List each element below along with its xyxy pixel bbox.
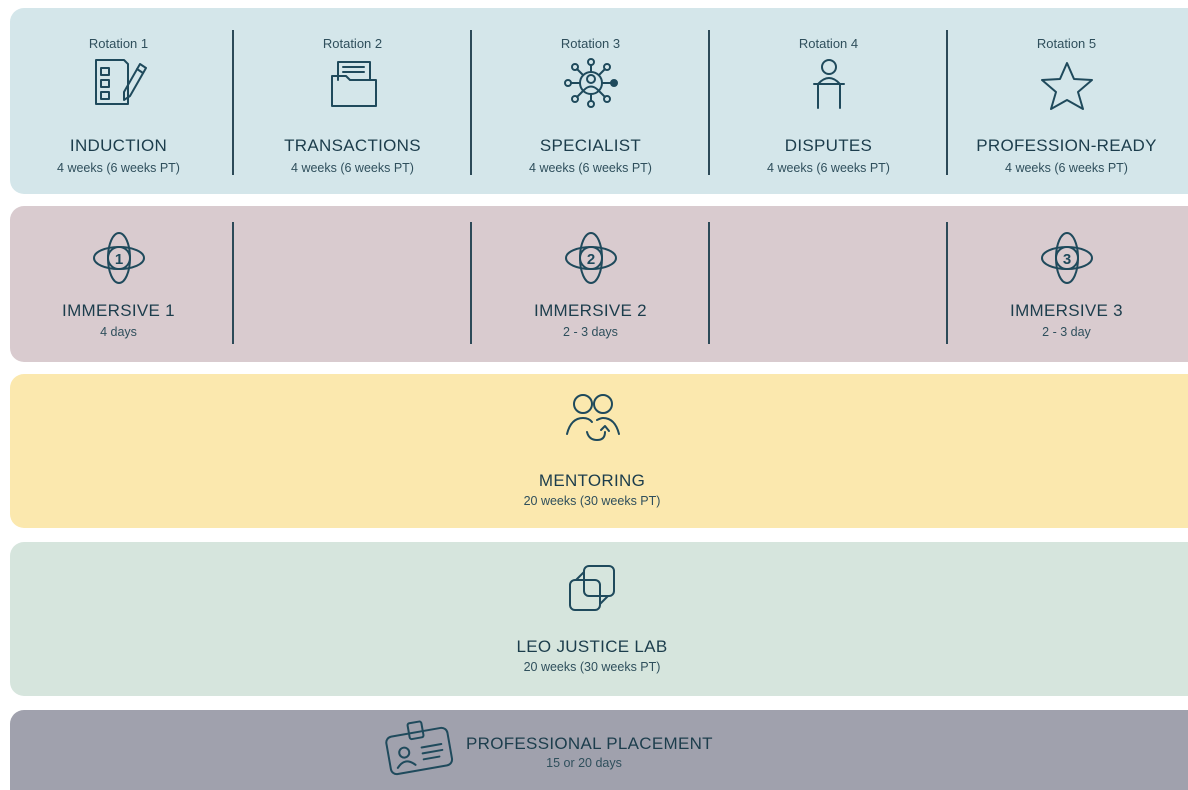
rotation-4: Rotation 4 DISPUTES 4 weeks (6 weeks PT): [710, 8, 947, 194]
rotation-label: Rotation 4: [798, 36, 859, 51]
mentoring-band: [10, 374, 1188, 528]
divider: [708, 222, 710, 344]
immersive-1: 1 IMMERSIVE 1 4 days: [0, 206, 237, 362]
mentoring-duration: 20 weeks (30 weeks PT): [523, 494, 661, 508]
rotation-label: Rotation 3: [560, 36, 621, 51]
star-icon: [1040, 62, 1093, 110]
placement-band: [10, 710, 1188, 790]
placement-duration: 15 or 20 days: [546, 756, 622, 770]
rotation-duration: 4 weeks (6 weeks PT): [767, 161, 890, 175]
rotation-title: TRANSACTIONS: [284, 136, 421, 155]
justice-lab-title: LEO JUSTICE LAB: [516, 637, 668, 656]
checklist-pen-icon: [94, 59, 147, 105]
divider: [470, 30, 472, 175]
rotation-duration: 4 weeks (6 weeks PT): [57, 161, 180, 175]
justice-lab-band: [10, 542, 1188, 696]
placement-title: PROFESSIONAL PLACEMENT: [466, 734, 713, 753]
mentoring-people-icon: [566, 394, 620, 441]
layered-squares-icon: [569, 565, 615, 611]
rotation-title: DISPUTES: [784, 136, 873, 155]
immersive-2: 2 IMMERSIVE 2 2 - 3 days: [472, 206, 709, 362]
immersives-band: [10, 206, 1188, 362]
rotation-duration: 4 weeks (6 weeks PT): [529, 161, 652, 175]
divider: [232, 30, 234, 175]
immersive-title: IMMERSIVE 3: [1010, 301, 1123, 320]
divider: [232, 222, 234, 344]
immersive-3-icon: 3: [1040, 232, 1093, 284]
immersive-3: 3 IMMERSIVE 3 2 - 3 day: [948, 206, 1185, 362]
rotation-1: Rotation 1 INDUCTION 4 weeks (6 weeks PT…: [0, 8, 237, 194]
rotation-title: PROFESSION-READY: [976, 136, 1157, 155]
rotation-3: Rotation 3 SPECIALIST 4 weeks (6 weeks P…: [472, 8, 709, 194]
immersive-duration: 2 - 3 days: [563, 325, 618, 339]
divider: [946, 222, 948, 344]
rotation-title: SPECIALIST: [539, 136, 642, 155]
immersive-duration: 2 - 3 day: [1042, 325, 1091, 339]
network-person-icon: [563, 58, 618, 108]
immersive-duration: 4 days: [100, 325, 137, 339]
id-badge-icon: [385, 720, 454, 776]
rotation-label: Rotation 5: [1036, 36, 1097, 51]
rotation-title: INDUCTION: [69, 136, 168, 155]
immersive-title: IMMERSIVE 2: [534, 301, 647, 320]
divider: [946, 30, 948, 175]
rotations-band: [10, 8, 1188, 194]
divider: [708, 30, 710, 175]
mentoring-section: MENTORING 20 weeks (30 weeks PT): [474, 374, 710, 528]
immersive-2-icon: 2: [564, 232, 617, 284]
rotation-duration: 4 weeks (6 weeks PT): [291, 161, 414, 175]
mentoring-title: MENTORING: [538, 471, 646, 490]
immersive-1-icon: 1: [92, 232, 145, 284]
immersive-number: 2: [586, 251, 594, 268]
divider: [470, 222, 472, 344]
rotation-label: Rotation 2: [322, 36, 383, 51]
immersive-title: IMMERSIVE 1: [62, 301, 175, 320]
immersive-number: 1: [114, 251, 122, 268]
justice-lab-duration: 20 weeks (30 weeks PT): [523, 660, 661, 674]
justice-lab-section: LEO JUSTICE LAB 20 weeks (30 weeks PT): [474, 542, 710, 696]
folder-document-icon: [330, 61, 377, 107]
rotation-label: Rotation 1: [88, 36, 149, 51]
rotation-2: Rotation 2 TRANSACTIONS 4 weeks (6 weeks…: [234, 8, 471, 194]
lectern-speaker-icon: [812, 59, 845, 109]
rotation-duration: 4 weeks (6 weeks PT): [1005, 161, 1128, 175]
immersive-number: 3: [1062, 251, 1070, 268]
rotation-5: Rotation 5 PROFESSION-READY 4 weeks (6 w…: [948, 8, 1185, 194]
